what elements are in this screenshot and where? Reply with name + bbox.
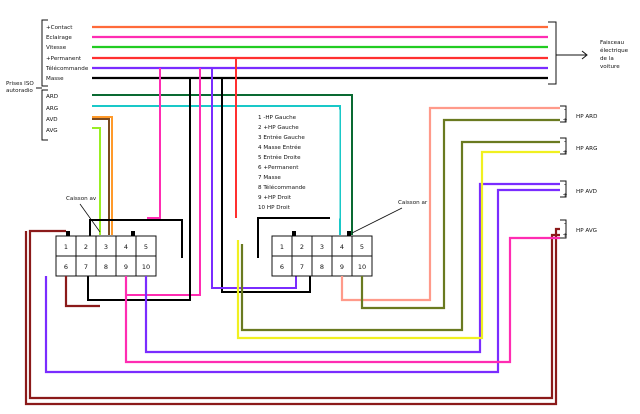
legend-item-8: 8 Télécommande	[258, 184, 306, 191]
legend-item-3: 3 Entrée Gauche	[258, 134, 305, 141]
wire-label-arg: ARG	[46, 106, 58, 112]
legend-item-6: 6 +Permanent	[258, 165, 299, 171]
hp-avd-label: HP AVD	[576, 189, 597, 195]
right-connector: 1 2 3 4 5 6 7 8 9 10	[271, 231, 373, 277]
left-pin-2: 2	[84, 243, 88, 251]
hp-arg-minus: -	[564, 138, 566, 145]
harness-label-3: de la	[600, 56, 614, 62]
harness-wires	[92, 25, 548, 80]
legend-item-2: 2 +HP Gauche	[258, 125, 299, 131]
right-box-frame	[257, 217, 330, 258]
legend-item-9: 9 +HP Droit	[258, 195, 292, 201]
left-box-pointer	[79, 203, 101, 233]
hp-arg-label: HP ARG	[576, 146, 597, 152]
hp-ard-label: HP ARD	[576, 114, 597, 120]
left-pin-6: 6	[64, 263, 68, 271]
wire-label-vitesse: Vitesse	[46, 45, 67, 51]
right-pin-10: 10	[358, 263, 366, 271]
wire-label-eclairage: Eclairage	[46, 35, 72, 41]
iso-label-1: Prises ISO	[6, 81, 34, 87]
pin-legend: 1 -HP Gauche 2 +HP Gauche 3 Entrée Gauch…	[258, 115, 306, 211]
legend-item-5: 5 Entrée Droite	[258, 154, 301, 161]
speaker-runs	[24, 106, 560, 406]
left-box-label: Caisson av	[66, 196, 97, 202]
hp-avg-label: HP AVG	[576, 228, 597, 234]
left-pin-10: 10	[142, 263, 150, 271]
iso-label-2: autoradio	[6, 88, 33, 94]
legend-item-4: 4 Masse Entrée	[258, 144, 302, 151]
hp-ard-minus: -	[564, 106, 566, 113]
pin-legend-box	[252, 109, 340, 219]
wire-label-avd: AVD	[46, 117, 58, 123]
right-pin-2: 2	[300, 243, 304, 251]
wire-label-avg: AVG	[46, 128, 58, 134]
wire-label-masse: Masse	[46, 76, 64, 82]
iso-bracket	[36, 19, 48, 141]
harness-bracket	[548, 21, 588, 85]
wire-label-ard: ARD	[46, 94, 58, 100]
harness-label-4: voiture	[600, 64, 620, 70]
legend-item-7: 7 Masse	[258, 175, 281, 181]
right-pin-9: 9	[340, 263, 344, 271]
legend-item-10: 10 HP Droit	[258, 205, 291, 211]
hp-arg-plus: +	[562, 149, 567, 156]
hp-avd-minus: -	[564, 181, 566, 188]
wire-label-permanent: +Permanent	[46, 56, 82, 62]
left-pin-7: 7	[84, 263, 88, 271]
right-pin-1: 1	[280, 243, 284, 251]
left-pin-4: 4	[124, 243, 128, 251]
hp-avg-plus: +	[562, 232, 567, 239]
right-pin-8: 8	[320, 263, 324, 271]
left-pin-1: 1	[64, 243, 68, 251]
wire-label-contact: +Contact	[46, 25, 73, 31]
left-pin-5: 5	[144, 243, 148, 251]
right-pin-6: 6	[280, 263, 284, 271]
hp-avd-plus: +	[562, 192, 567, 199]
hp-avg-minus: -	[564, 220, 566, 227]
left-connector: 1 2 3 4 5 6 7 8 9 10	[55, 231, 157, 277]
right-pin-7: 7	[300, 263, 304, 271]
right-box-pointer	[351, 207, 403, 234]
legend-item-1: 1 -HP Gauche	[258, 115, 297, 121]
right-pin-5: 5	[360, 243, 364, 251]
right-pin-4: 4	[340, 243, 344, 251]
harness-label-1: Faisceau	[600, 40, 625, 46]
hp-ard-plus: +	[562, 117, 567, 124]
speaker-wires	[92, 94, 353, 235]
speaker-brackets	[560, 105, 567, 239]
wire-label-telecommande: Télécommande	[45, 65, 89, 72]
left-pin-8: 8	[104, 263, 108, 271]
harness-label-2: électrique	[600, 47, 629, 54]
left-pin-9: 9	[124, 263, 128, 271]
right-pin-3: 3	[320, 243, 324, 251]
left-pin-3: 3	[104, 243, 108, 251]
right-box-label: Caisson ar	[398, 200, 428, 206]
